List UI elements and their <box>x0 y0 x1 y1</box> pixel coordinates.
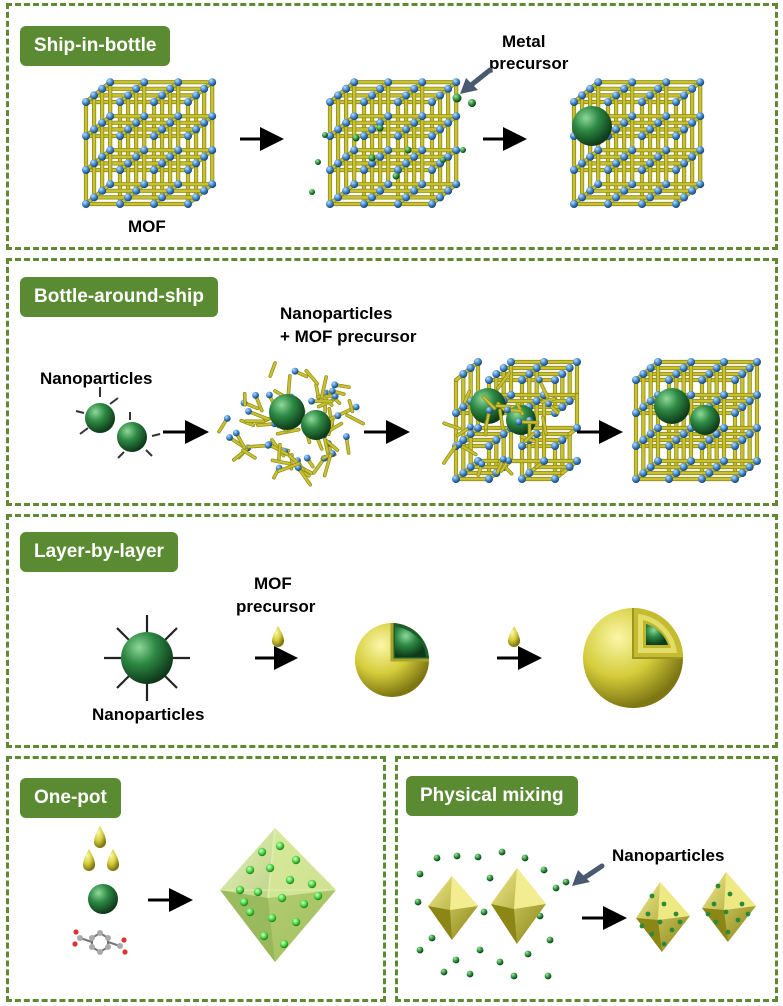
label-np-mof-precursor-1: Nanoparticles <box>280 304 393 323</box>
label-np-mof-precursor-2: + MOF precursor <box>280 327 417 346</box>
title-one-pot: One-pot <box>20 778 121 818</box>
label-metal-precursor-1: Metal <box>502 32 546 51</box>
encapsulated-nanoparticle-dots <box>235 841 323 949</box>
label-nanoparticles-mixing: Nanoparticles <box>612 846 725 865</box>
label-metal-precursor-2: precursor <box>489 54 569 73</box>
mof-cube-with-precursor <box>326 78 461 208</box>
panel-bottle-around-ship <box>6 258 778 506</box>
reaction-arrows <box>148 127 627 930</box>
panel-physical-mixing <box>395 756 778 1002</box>
label-nanoparticles-left: Nanoparticles <box>40 369 153 388</box>
linker-molecule-icon <box>72 929 128 955</box>
core-shell-one-layer <box>355 623 429 697</box>
label-mof: MOF <box>128 217 166 236</box>
mof-octahedra <box>428 868 546 944</box>
panel-ship-in-bottle <box>6 3 778 250</box>
panel-one-pot <box>6 756 386 1002</box>
mof-cube-empty <box>82 78 217 208</box>
label-nanoparticles-layer: Nanoparticles <box>92 705 205 724</box>
decorated-octahedra-product <box>636 872 756 952</box>
metal-precursor-dots <box>309 93 476 195</box>
title-bottle-around-ship: Bottle-around-ship <box>20 277 218 317</box>
one-pot-ingredients <box>83 826 119 914</box>
precursor-drop-icon <box>272 626 520 647</box>
nanoparticle-stage2a <box>269 394 305 430</box>
mof-cube-with-nanoparticle <box>570 78 705 208</box>
layer-capped-nanoparticle <box>104 615 190 701</box>
surface-nanoparticle-dots <box>639 883 751 947</box>
title-ship-in-bottle: Ship-in-bottle <box>20 26 171 66</box>
title-physical-mixing: Physical mixing <box>406 776 578 816</box>
label-mof-precursor-2: precursor <box>236 597 316 616</box>
nanoparticle-stage2b <box>301 410 331 440</box>
title-layer-by-layer: Layer-by-layer <box>20 532 178 572</box>
label-mof-precursor-1: MOF <box>254 574 292 593</box>
panel-layer-by-layer <box>6 514 778 748</box>
pointer-arrow-nanoparticles <box>572 863 605 886</box>
pointer-arrow-metal-precursor <box>460 67 493 94</box>
mof-cube-encapsulated-np <box>632 358 761 483</box>
core-shell-multi-layer <box>583 608 683 708</box>
capped-nanoparticles <box>75 387 161 459</box>
